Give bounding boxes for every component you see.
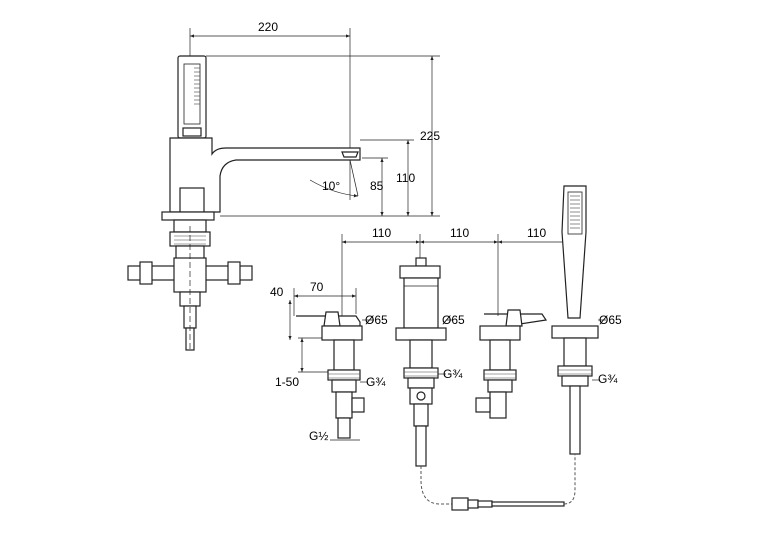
- valve-left-inlet: [337, 417, 351, 439]
- spout-rosette: [161, 211, 215, 221]
- diverter-nut: [403, 367, 439, 379]
- hose-nut-left: [451, 497, 469, 511]
- inlet-left: [127, 265, 181, 281]
- hand-shower-clip: [182, 127, 202, 137]
- valve-left-body: [321, 325, 363, 341]
- shower-nozzles: [570, 195, 580, 229]
- valve-right-lever-top: [505, 309, 523, 327]
- shower-handle: [561, 185, 587, 319]
- dim-spout-reach: 220: [189, 20, 351, 148]
- dim-label-d65-a: Ø65: [365, 313, 388, 327]
- diverter-base: [395, 327, 447, 341]
- dim-body-height: 110: [360, 139, 415, 216]
- shower-guide-pipe: [569, 385, 581, 455]
- diverter-shank: [407, 377, 435, 389]
- valve-left: [296, 311, 365, 439]
- diverter-port: [416, 391, 426, 401]
- dim-label-deck: 1-50: [275, 375, 299, 389]
- diverter-knob: [179, 187, 205, 213]
- shower-stem: [563, 337, 587, 367]
- aerator: [341, 151, 359, 158]
- valve-right: [475, 309, 548, 419]
- inlet-left-nut: [139, 261, 153, 285]
- valve-left-shank: [331, 379, 357, 393]
- dim-spacing: 110 110 110: [341, 226, 575, 318]
- dim-centre-labels: Ø65 G¾: [438, 313, 465, 381]
- diverter-knob-top: [415, 257, 427, 267]
- valve-left-stem: [333, 339, 355, 371]
- shower-hose: [420, 454, 576, 511]
- hand-shower-nozzles: [194, 67, 200, 105]
- valve-right-nut: [483, 369, 517, 381]
- inlet-right: [199, 265, 253, 281]
- dim-outlet-height: 85: [362, 157, 388, 216]
- valve-right-body: [479, 325, 521, 341]
- shower-face: [567, 191, 583, 235]
- spout-mixer: [127, 55, 361, 351]
- spout-body: [169, 137, 361, 213]
- diverter: [395, 257, 447, 467]
- hose-body: [491, 501, 565, 507]
- shower-nut: [557, 365, 593, 377]
- hand-shower-unit: [551, 185, 599, 455]
- dim-spout-angle: 10°: [309, 159, 359, 200]
- dim-label-d65-b: Ø65: [442, 313, 465, 327]
- shower-rosette: [551, 325, 599, 339]
- dim-label-110-b: 110: [450, 226, 469, 240]
- dim-label-225: 225: [420, 129, 440, 143]
- hand-shower-face: [183, 63, 201, 125]
- diverter-outlet: [413, 403, 429, 427]
- dim-label-220: 220: [258, 20, 278, 34]
- hose-fitting-left: [467, 499, 479, 509]
- dim-label-g34-c: G¾: [598, 372, 618, 386]
- dim-label-g34-b: G¾: [443, 367, 463, 381]
- valve-left-outlet: [351, 397, 365, 413]
- dim-label-40: 40: [270, 285, 284, 299]
- diverter-stem: [409, 339, 433, 369]
- dim-label-g12: G½: [309, 429, 328, 443]
- inlet-right-nut: [227, 261, 241, 285]
- shower-shank: [561, 375, 589, 387]
- dim-lever: 70 40 1-50: [270, 280, 357, 389]
- valve-right-shank: [487, 379, 513, 393]
- diverter-handle: [399, 265, 441, 279]
- dim-label-g34-a: G¾: [366, 375, 386, 389]
- diverter-body: [403, 277, 439, 329]
- dim-label-85: 85: [370, 179, 384, 193]
- valve-right-elbow: [489, 391, 507, 419]
- dim-label-d65-c: Ø65: [599, 313, 622, 327]
- valve-right-stem: [489, 339, 511, 371]
- valve-left-nut: [327, 369, 361, 381]
- valve-right-outlet: [475, 397, 491, 413]
- dim-label-angle: 10°: [322, 179, 340, 193]
- diverter-pipe: [415, 425, 427, 467]
- dim-label-110-a: 110: [372, 226, 391, 240]
- dim-label-110-c: 110: [527, 226, 546, 240]
- hand-shower: [177, 55, 207, 139]
- dim-label-110-height: 110: [396, 171, 415, 185]
- dim-left-labels: Ø65 G¾ G½: [309, 313, 388, 443]
- dim-total-height: 225: [206, 55, 440, 217]
- dim-right-labels: Ø65 G¾: [592, 313, 622, 386]
- valve-left-lever-top: [323, 311, 341, 327]
- hose-fitting-mid: [477, 500, 493, 508]
- dim-label-70: 70: [310, 280, 324, 294]
- valve-left-elbow: [335, 391, 353, 419]
